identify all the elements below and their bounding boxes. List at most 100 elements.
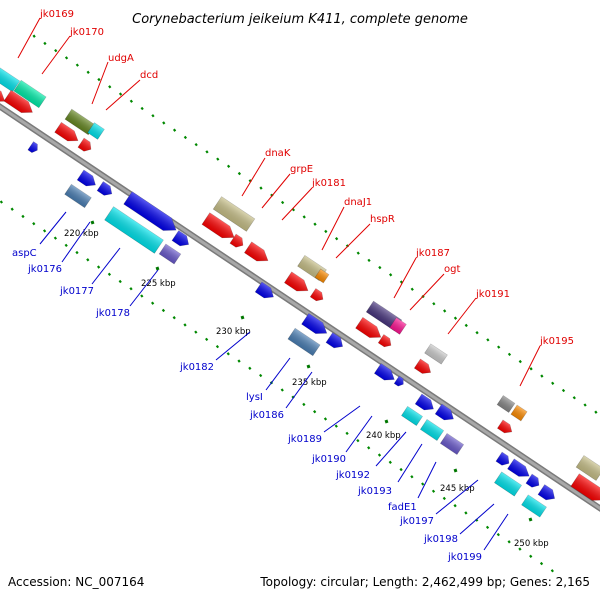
gc-dot	[129, 99, 133, 103]
gene-feature	[76, 169, 96, 187]
gc-dot	[464, 323, 468, 328]
gene-feature	[77, 137, 92, 152]
gc-dot	[583, 403, 587, 407]
gc-dot	[561, 388, 566, 393]
gc-dot	[529, 367, 533, 371]
forward-labels	[17, 17, 541, 387]
gene-feature	[158, 243, 182, 265]
scale-tick-250: 250 kbp	[514, 539, 549, 549]
gc-dot	[42, 229, 47, 233]
gc-dot	[151, 114, 155, 118]
gene-label-jk0189: jk0189	[287, 434, 322, 445]
gene-feature	[123, 191, 177, 231]
gene-feature	[104, 206, 164, 254]
gene-feature	[495, 451, 510, 466]
gc-dot	[431, 489, 436, 493]
gc-dot	[324, 229, 328, 234]
gc-dot	[140, 294, 144, 298]
gene-feature	[575, 455, 600, 481]
scale-tick-mark	[306, 364, 311, 369]
gc-dot	[345, 431, 349, 436]
gc-dot	[334, 424, 338, 428]
gc-dot	[21, 214, 25, 219]
gc-dot	[367, 258, 371, 263]
scale-tick-mark	[90, 220, 95, 225]
gc-dot	[280, 200, 285, 205]
gc-dot	[453, 504, 457, 508]
gene-feature	[434, 403, 454, 421]
gc-dot	[259, 186, 263, 190]
scale-tick-mark	[453, 468, 458, 473]
gc-dot	[53, 236, 58, 240]
gene-feature	[496, 395, 516, 413]
gc-dot	[475, 331, 479, 335]
gc-dot	[518, 547, 522, 551]
gc-dot	[237, 171, 242, 176]
gc-dot	[410, 475, 414, 479]
gc-dot	[118, 279, 122, 284]
scale-tick-240: 240 kbp	[366, 431, 401, 441]
gc-dot	[443, 309, 447, 313]
gene-feature	[27, 141, 38, 153]
gene-label-jk0170: jk0170	[69, 27, 104, 38]
gene-feature	[212, 196, 256, 232]
gc-dot	[129, 287, 133, 291]
gc-dot	[442, 496, 446, 501]
gene-feature	[493, 471, 523, 497]
gc-dot	[507, 352, 512, 357]
gene-label-jk0193: jk0193	[357, 486, 392, 497]
gc-dot	[237, 359, 241, 363]
gene-feature	[355, 316, 382, 338]
gene-label-jk0195: jk0195	[539, 336, 574, 347]
scale-tick-245: 245 kbp	[440, 484, 475, 494]
gene-feature	[537, 484, 556, 501]
gc-dot	[432, 302, 436, 306]
gene-feature	[424, 343, 448, 365]
gene-label-hspR: hspR	[370, 214, 395, 225]
gc-dot	[205, 337, 209, 342]
gc-dot	[259, 373, 263, 378]
gene-feature	[254, 281, 274, 299]
gc-dot	[377, 453, 382, 457]
gene-feature	[496, 419, 513, 434]
gene-label-dnaK: dnaK	[265, 148, 291, 159]
gene-feature	[393, 375, 404, 387]
gene-feature	[314, 268, 330, 284]
gc-dot	[529, 554, 533, 558]
gene-label-jk0198: jk0198	[423, 534, 458, 545]
gene-label-jk0178: jk0178	[95, 308, 130, 319]
gc-dot	[507, 540, 511, 544]
gene-label-jk0192: jk0192	[335, 470, 370, 481]
gc-dot	[107, 272, 112, 276]
gene-feature	[414, 393, 434, 411]
gc-dot	[496, 532, 500, 537]
gene-feature	[325, 332, 344, 349]
gene-feature	[287, 327, 321, 357]
genome-backbone	[0, 103, 600, 512]
gene-feature	[54, 121, 79, 142]
scale-tick-mark	[528, 517, 533, 522]
scale-tick-225: 225 kbp	[141, 279, 176, 289]
gc-dot	[194, 330, 198, 334]
scale-tick-mark	[384, 419, 389, 424]
gc-dot	[118, 92, 123, 96]
gene-label-jk0169: jk0169	[39, 9, 74, 20]
gc-dot	[194, 142, 198, 147]
gene-label-jk0199: jk0199	[447, 552, 482, 563]
gc-dot	[421, 482, 425, 486]
gene-feature	[570, 473, 600, 501]
gc-dot	[32, 34, 36, 38]
gene-feature	[243, 241, 269, 262]
reverse-labels	[39, 211, 509, 551]
gene-feature	[3, 89, 33, 113]
gene-feature	[309, 288, 324, 302]
gc-dot	[215, 344, 220, 349]
gc-dot	[302, 215, 306, 219]
gc-dot	[162, 121, 166, 125]
gc-dot	[108, 85, 112, 89]
gc-dot	[0, 200, 4, 204]
gc-dot	[539, 561, 544, 566]
gc-dot	[410, 287, 414, 291]
gene-feature	[13, 79, 47, 109]
gene-feature	[419, 419, 445, 441]
